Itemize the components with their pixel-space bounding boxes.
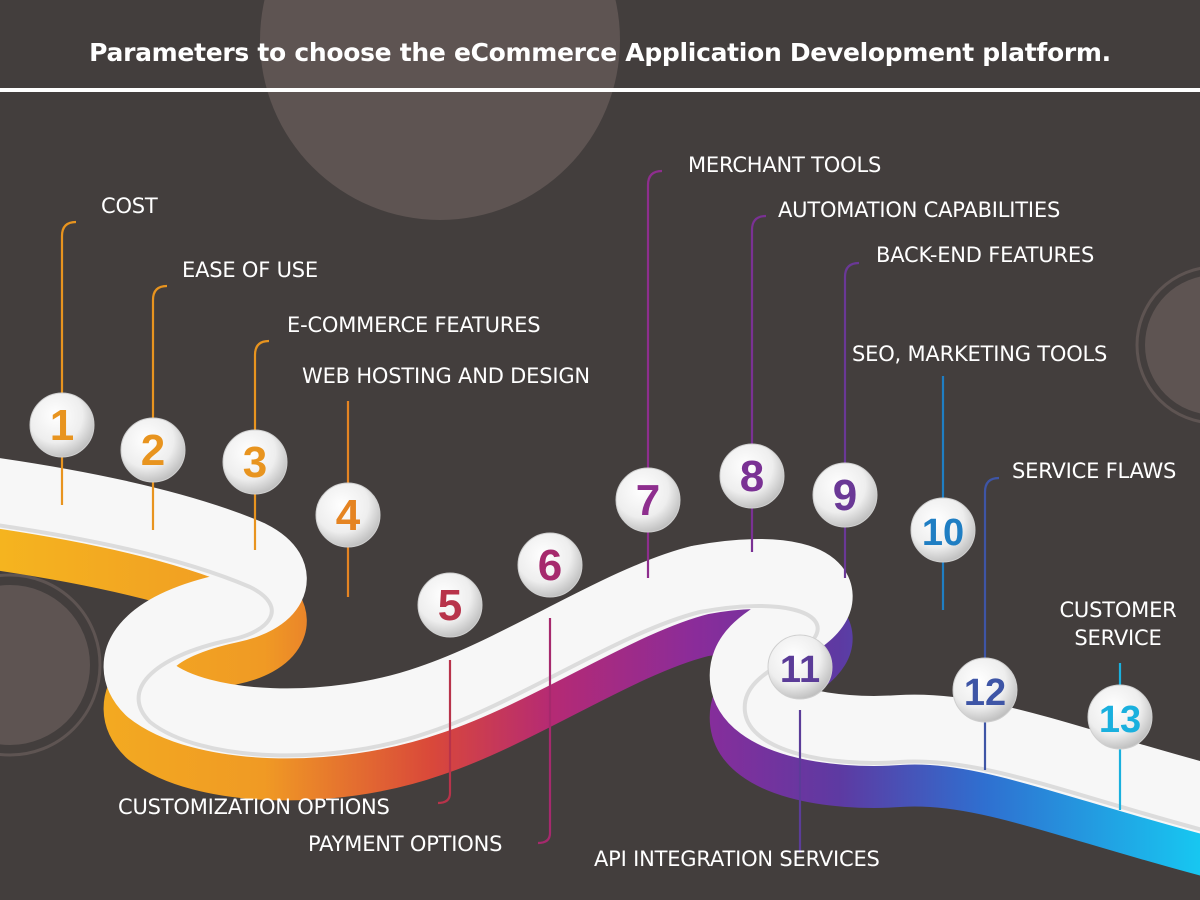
step-pointer-8 — [750, 214, 767, 552]
bg-circle-right — [1145, 276, 1200, 414]
step-number-1: 1 — [50, 401, 74, 450]
step-pointer-6 — [537, 618, 552, 845]
step-ball-10 — [910, 497, 976, 563]
step-number-10: 10 — [922, 512, 964, 554]
step-label-10: SEO, MARKETING TOOLS — [852, 342, 1108, 366]
bg-circle-left — [0, 585, 90, 745]
step-ball-13 — [1087, 684, 1153, 750]
bg-circle-top — [260, 0, 620, 220]
step-number-6: 6 — [538, 541, 562, 590]
step-ball-5 — [417, 572, 483, 638]
step-number-8: 8 — [740, 452, 764, 501]
step-number-12: 12 — [964, 672, 1006, 714]
step-number-4: 4 — [336, 491, 361, 540]
step-pointer-7 — [646, 169, 663, 578]
step-ball-3 — [222, 429, 288, 495]
step-pointer-12 — [983, 476, 1000, 770]
bg-circle-left-ring — [0, 573, 102, 757]
header-underline — [0, 88, 1200, 92]
step-label-11: API INTEGRATION SERVICES — [594, 847, 880, 871]
step-ball-9 — [812, 462, 878, 528]
step-label-4: WEB HOSTING AND DESIGN — [302, 364, 590, 388]
step-label-8: AUTOMATION CAPABILITIES — [778, 198, 1061, 222]
step-ball-6 — [517, 532, 583, 598]
page-title: Parameters to choose the eCommerce Appli… — [89, 38, 1111, 67]
step-number-11: 11 — [780, 649, 820, 691]
step-label-7: MERCHANT TOOLS — [688, 153, 882, 177]
step-ball-12 — [952, 657, 1018, 723]
step-label-6: PAYMENT OPTIONS — [308, 832, 503, 856]
road-top — [0, 458, 1200, 834]
step-label-5: CUSTOMIZATION OPTIONS — [118, 795, 390, 819]
step-ball-1 — [29, 392, 95, 458]
step-pointer-2 — [151, 284, 168, 530]
step-label-3: E-COMMERCE FEATURES — [287, 313, 541, 337]
step-ball-8 — [719, 443, 785, 509]
step-label-13: CUSTOMER SERVICE — [1059, 598, 1177, 650]
step-pointer-3 — [253, 339, 270, 550]
step-number-13: 13 — [1099, 699, 1141, 741]
step-pointer-1 — [60, 220, 77, 505]
bg-circle-right-ring — [1135, 266, 1200, 424]
step-number-5: 5 — [438, 581, 462, 630]
step-ball-4 — [315, 482, 381, 548]
step-number-3: 3 — [243, 438, 267, 487]
step-pointer-9 — [843, 261, 860, 578]
step-label-1: COST — [101, 194, 158, 218]
step-number-2: 2 — [141, 426, 165, 475]
step-label-9: BACK-END FEATURES — [876, 243, 1095, 267]
step-ball-2 — [120, 417, 186, 483]
road-shading — [0, 523, 1200, 832]
step-ball-11 — [767, 634, 833, 700]
step-pointer-5 — [437, 660, 452, 805]
step-number-9: 9 — [833, 471, 857, 520]
step-label-2: EASE OF USE — [182, 258, 318, 282]
step-ball-7 — [615, 467, 681, 533]
step-label-12: SERVICE FLAWS — [1012, 459, 1177, 483]
step-number-7: 7 — [636, 476, 660, 525]
